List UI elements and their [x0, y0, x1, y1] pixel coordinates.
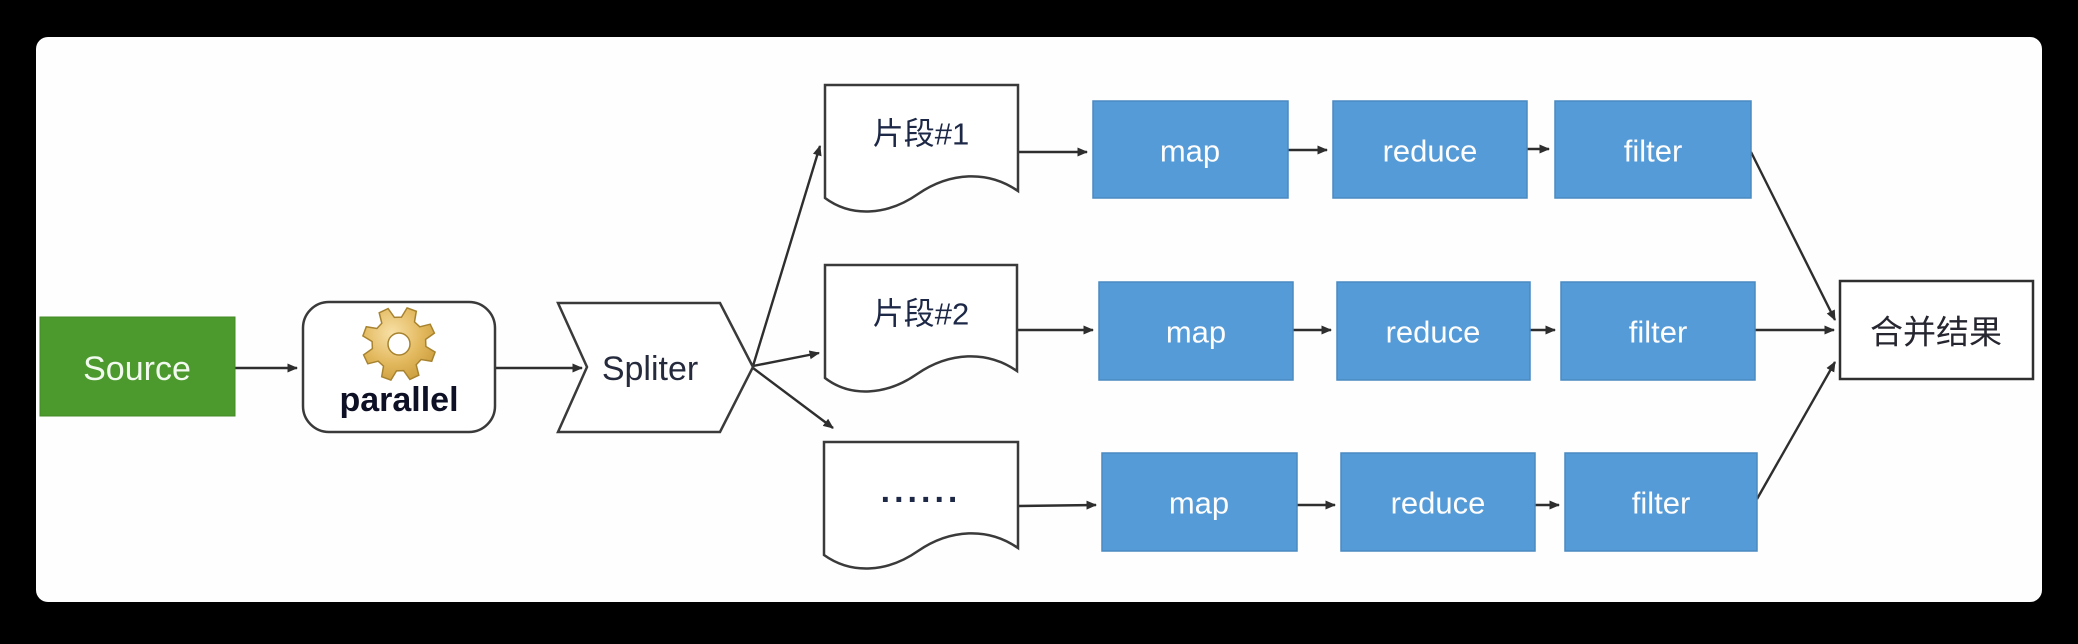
- merge-label: 合并结果: [1870, 314, 2002, 351]
- filter3-box: [1564, 452, 1758, 552]
- fragment2-doc-shape: [823, 263, 1019, 393]
- pipeline-row-3: map reduce filter: [1101, 452, 1758, 552]
- node-fragment1: 片段#1: [823, 83, 1020, 213]
- node-fragment2: 片段#2: [823, 263, 1019, 393]
- edge-fragment3-map3: [1017, 500, 1097, 510]
- node-splitter: Spliter: [556, 301, 755, 434]
- edge-splitter-fragment2: [752, 350, 820, 368]
- map2-box: [1098, 281, 1294, 381]
- gear-icon: [361, 306, 437, 382]
- map3-box: [1101, 452, 1298, 552]
- merge-box: [1838, 279, 2035, 381]
- filter2-label: filter: [1629, 315, 1688, 350]
- filter1-box: [1554, 100, 1752, 199]
- diagram-canvas: [36, 37, 2042, 602]
- reduce1-box: [1332, 100, 1528, 199]
- map2-label: map: [1166, 315, 1226, 350]
- filter2-box: [1560, 281, 1756, 381]
- edge-filter1-merge: [1749, 151, 1837, 321]
- edge-splitter-fragment1: [751, 145, 822, 367]
- map1-label: map: [1160, 134, 1220, 169]
- reduce1-label: reduce: [1383, 134, 1478, 169]
- source-box: [39, 316, 236, 417]
- fragment1-label: 片段#1: [873, 117, 969, 152]
- node-source: Source: [39, 316, 236, 417]
- source-label: Source: [83, 350, 191, 388]
- filter3-label: filter: [1632, 486, 1691, 521]
- edge-splitter-fragment3: [752, 367, 834, 429]
- node-merge: 合并结果: [1838, 279, 2035, 381]
- splitter-shape: [556, 301, 755, 434]
- node-parallel: parallel: [301, 300, 497, 434]
- reduce2-label: reduce: [1386, 315, 1481, 350]
- edges: [235, 144, 1837, 510]
- fragment3-doc-shape: [822, 440, 1020, 570]
- fragment2-label: 片段#2: [873, 297, 969, 332]
- reduce2-box: [1336, 281, 1531, 381]
- pipeline-row-2: map reduce filter: [1098, 281, 1756, 381]
- reduce3-label: reduce: [1391, 486, 1486, 521]
- map1-box: [1092, 100, 1289, 199]
- fragment1-doc-shape: [823, 83, 1020, 213]
- map3-label: map: [1169, 486, 1229, 521]
- parallel-label: parallel: [339, 381, 458, 419]
- node-fragment3: ......: [822, 440, 1020, 570]
- edge-filter3-merge: [1755, 361, 1837, 500]
- filter1-label: filter: [1624, 134, 1683, 169]
- pipeline-row-1: map reduce filter: [1092, 100, 1752, 199]
- splitter-label: Spliter: [602, 350, 698, 388]
- fragment3-label: ......: [881, 472, 962, 510]
- reduce3-box: [1340, 452, 1536, 552]
